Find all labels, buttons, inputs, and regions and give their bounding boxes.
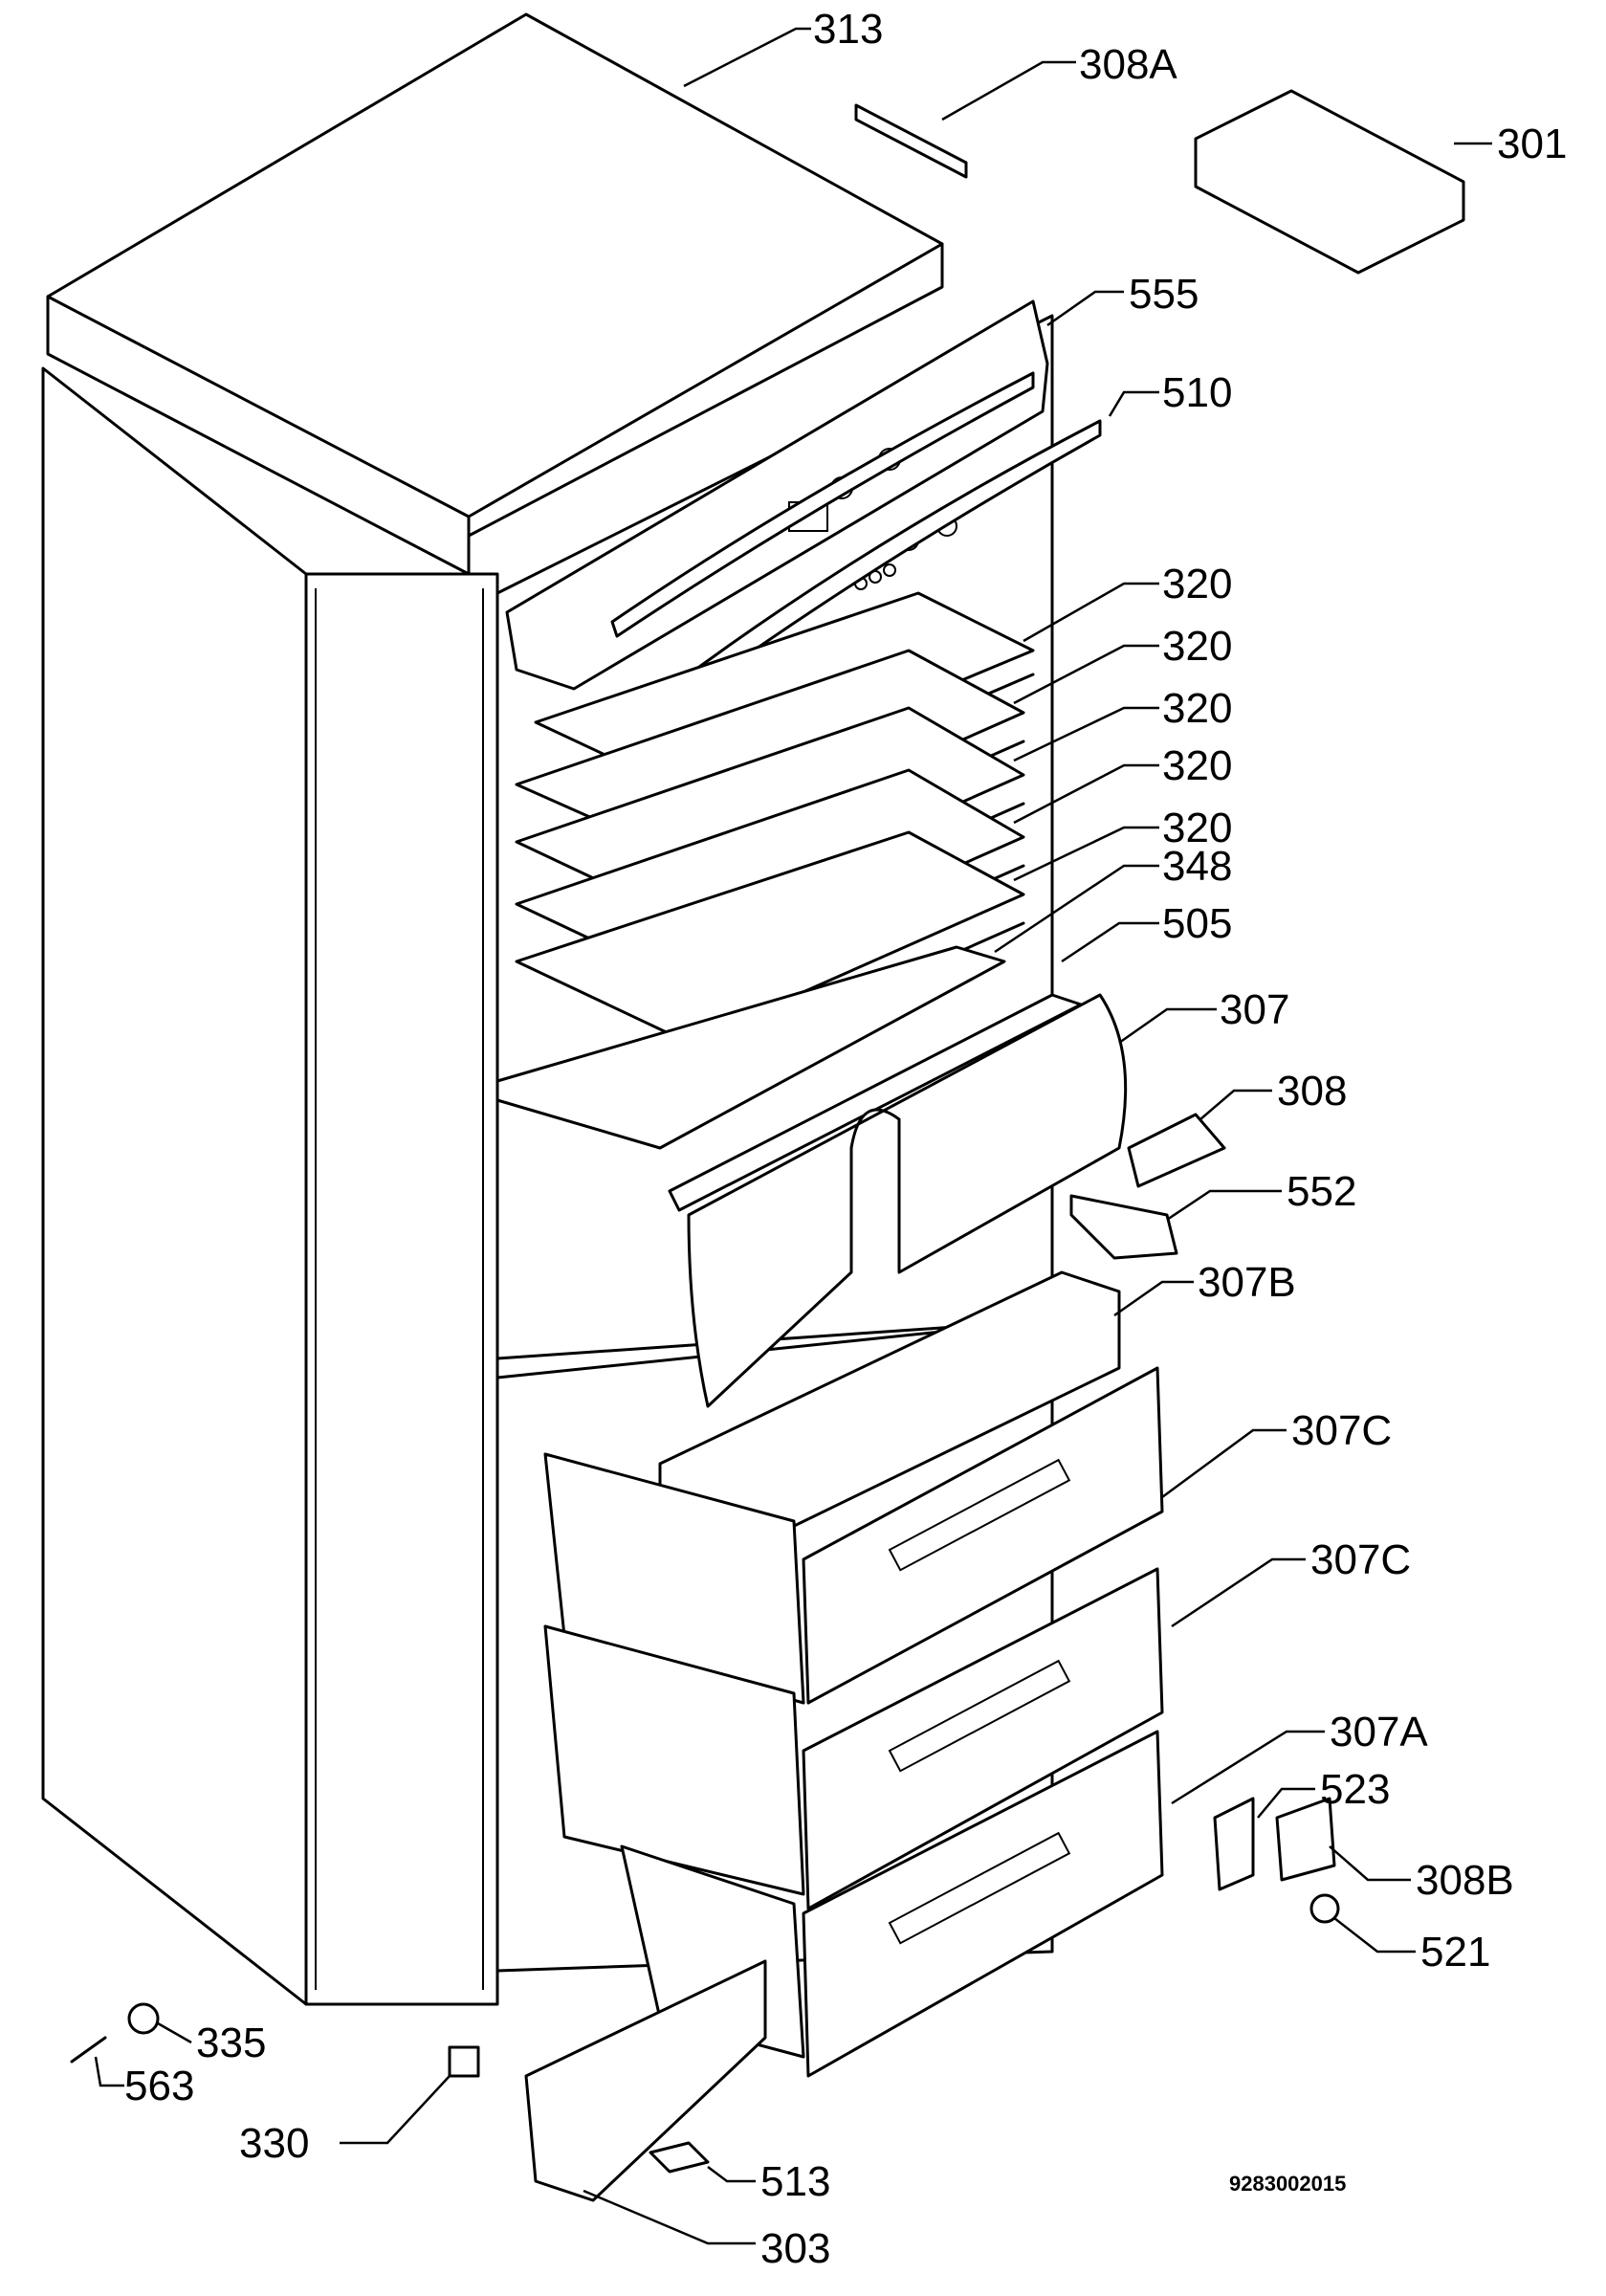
foot-335: [127, 2002, 160, 2035]
label-308: 308: [1277, 1068, 1347, 1115]
handle-523: [1213, 1797, 1255, 1891]
label-308b: 308B: [1416, 1857, 1514, 1904]
label-523: 523: [1320, 1766, 1390, 1813]
freezer-drawers: [543, 1366, 1164, 2078]
wire-shelves-320: [515, 591, 1035, 1073]
cap-521: [1309, 1893, 1340, 1924]
label-521: 521: [1420, 1929, 1490, 1976]
plinth-303: [524, 1959, 767, 2202]
label-307c-1: 307C: [1291, 1407, 1392, 1454]
label-513: 513: [760, 2158, 830, 2205]
leader-lines: [94, 27, 1492, 2245]
label-307c-2: 307C: [1310, 1536, 1411, 1583]
label-308a: 308A: [1079, 41, 1177, 88]
label-303: 303: [760, 2225, 830, 2272]
label-563: 563: [124, 2063, 194, 2109]
ice-tray-301: [1194, 89, 1465, 275]
label-313: 313: [813, 6, 883, 53]
drawing-code: 9283002015: [1229, 2172, 1346, 2196]
label-335: 335: [196, 2020, 266, 2066]
label-510: 510: [1162, 369, 1232, 416]
label-320-4: 320: [1162, 742, 1232, 789]
trim-strip-510: [610, 371, 1102, 705]
hinge-pin-552: [1069, 1194, 1178, 1260]
part-labels: 313 308A 301 555 510 320 320 320 320 320…: [124, 6, 1567, 2272]
adjustable-foot-330: [448, 2045, 480, 2078]
cabinet-body: [41, 366, 499, 2006]
label-320-2: 320: [1162, 623, 1232, 670]
label-320-5: 320: [1162, 805, 1232, 851]
hinge-308b: [1275, 1797, 1336, 1882]
hinge-308a: [854, 103, 968, 179]
label-307a: 307A: [1330, 1709, 1428, 1755]
small-parts: [70, 89, 1465, 2174]
label-301: 301: [1497, 121, 1567, 167]
label-505: 505: [1162, 900, 1232, 947]
hinge-308: [1127, 1113, 1226, 1188]
label-320-1: 320: [1162, 561, 1232, 607]
clip-513: [649, 2141, 710, 2174]
label-307b: 307B: [1198, 1259, 1296, 1306]
freezer-drawer-307c-middle: [543, 1567, 1164, 1910]
label-555: 555: [1129, 271, 1199, 318]
label-330: 330: [239, 2120, 309, 2167]
pin-563: [70, 2036, 107, 2064]
label-348: 348: [1162, 843, 1232, 890]
freezer-drawer-307c-top: [543, 1366, 1164, 1705]
crisper-bins-307: [687, 993, 1128, 1408]
top-cover-313: [46, 12, 944, 576]
glass-shelf-348: [495, 945, 1006, 1150]
label-320-3: 320: [1162, 685, 1232, 732]
label-307: 307: [1220, 986, 1289, 1033]
label-552: 552: [1287, 1168, 1356, 1215]
